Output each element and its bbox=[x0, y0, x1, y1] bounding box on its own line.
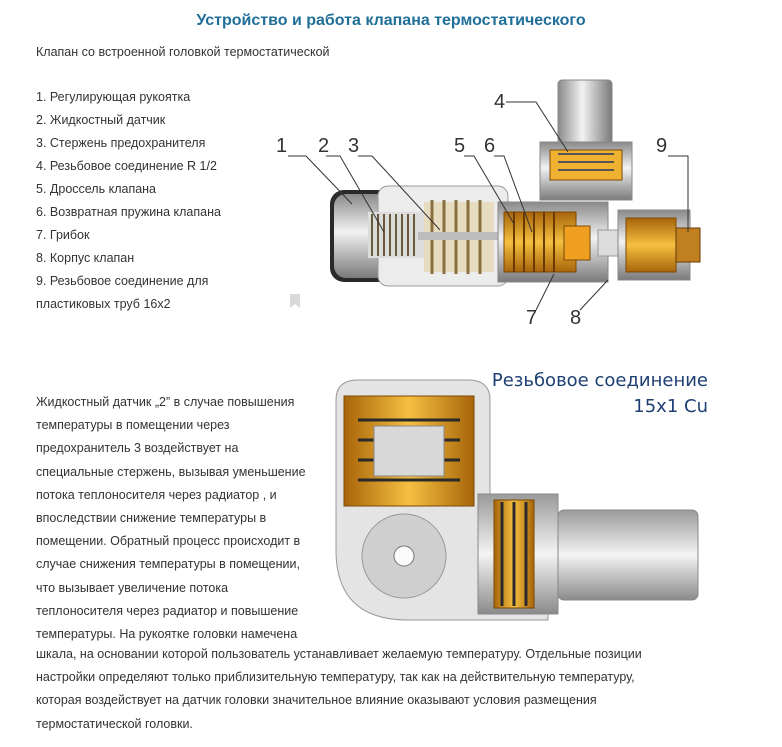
body-paragraph-continued: шкала, на основании которой пользователь… bbox=[36, 643, 756, 736]
connection-label-line1: Резьбовое соединение bbox=[491, 370, 708, 391]
connection-diagram bbox=[335, 379, 699, 621]
paragraph-line: теплоносителя через радиатор и повышение bbox=[36, 603, 299, 618]
body-paragraph: Жидкостный датчик „2” в случае повышения… bbox=[36, 391, 316, 646]
paragraph-line: термостатической головки. bbox=[36, 716, 193, 731]
vertical-connection bbox=[539, 79, 633, 201]
callout-label: 8 bbox=[570, 307, 581, 329]
paragraph-line: потока теплоносителя через радиатор , и bbox=[36, 487, 277, 502]
callout-label: 3 bbox=[348, 135, 359, 157]
callout-label: 9 bbox=[656, 135, 667, 157]
connection-label: Резьбовое соединение 15х1 Cu bbox=[492, 368, 708, 420]
bookmark-icon[interactable] bbox=[289, 294, 301, 313]
valve-diagram: 1 2 3 4 5 6 7 8 9 bbox=[276, 79, 701, 329]
right-connection bbox=[617, 209, 701, 281]
paragraph-line: настройки определяют только приблизитель… bbox=[36, 670, 635, 685]
parts-list-item: 4. Резьбовое соединение R 1/2 bbox=[36, 159, 217, 173]
paragraph-line: что вызывает увеличение потока bbox=[36, 580, 229, 595]
callout-label: 4 bbox=[494, 91, 505, 113]
connection-label-line2: 15х1 Cu bbox=[633, 396, 708, 417]
parts-list-item: пластиковых труб 16х2 bbox=[36, 297, 171, 311]
page-title: Устройство и работа клапана термостатиче… bbox=[196, 12, 586, 29]
paragraph-line: температуры. На рукоятке головки намечен… bbox=[36, 627, 298, 642]
paragraph-line: впоследствии снижение температуры в bbox=[36, 511, 267, 526]
callout-label: 2 bbox=[318, 135, 329, 157]
parts-list-item: 7. Грибок bbox=[36, 228, 90, 242]
paragraph-line: помещении. Обратный процесс происходит в bbox=[36, 534, 301, 549]
page-subtitle: Клапан со встроенной головкой термостати… bbox=[36, 45, 330, 59]
parts-list-item: 9. Резьбовое соединение для bbox=[36, 274, 209, 288]
parts-list-item: 2. Жидкостный датчик bbox=[36, 113, 166, 127]
paragraph-line: предохранитель 3 воздействует на bbox=[36, 441, 239, 456]
parts-list-item: 3. Стержень предохранителя bbox=[36, 136, 206, 150]
paragraph-line: Жидкостный датчик „2” в случае повышения bbox=[36, 395, 295, 409]
parts-list-item: 5. Дроссель клапана bbox=[36, 182, 157, 196]
callout-label: 7 bbox=[526, 307, 537, 329]
paragraph-line: специальные стержень, вызывая уменьшение bbox=[36, 464, 306, 479]
valve-throttle bbox=[503, 211, 591, 273]
paragraph-line: температуры в помещении через bbox=[36, 418, 230, 433]
callout-label: 1 bbox=[276, 135, 287, 157]
safety-rod bbox=[418, 200, 528, 274]
paragraph-line: шкала, на основании которой пользователь… bbox=[36, 647, 642, 661]
paragraph-line: случае снижения температуры в помещении, bbox=[36, 557, 300, 572]
parts-list: 1. Регулирующая рукоятка 2. Жидкостный д… bbox=[36, 86, 236, 316]
parts-list-item: 1. Регулирующая рукоятка bbox=[36, 90, 191, 104]
parts-list-item: 8. Корпус клапан bbox=[36, 251, 135, 265]
parts-list-item: 6. Возвратная пружина клапана bbox=[36, 205, 221, 219]
callout-label: 5 bbox=[454, 135, 465, 157]
paragraph-line: которая воздействует на датчик головки з… bbox=[36, 693, 597, 708]
callout-label: 6 bbox=[484, 135, 495, 157]
sensor-spring bbox=[368, 212, 424, 258]
